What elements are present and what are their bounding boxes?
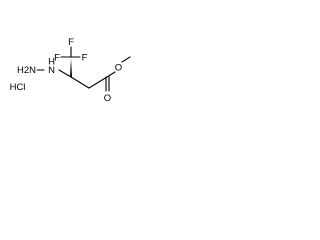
ester-oxygen-label: O <box>115 63 122 74</box>
hydrazine-nh2-label: H2N <box>17 65 36 76</box>
chemical-structure: F F F H2N H N HCl O O <box>10 37 131 104</box>
fluorine-right-label: F <box>82 53 88 64</box>
label-layer: F F F H2N H N HCl O O <box>10 37 123 104</box>
carbonyl-oxygen-label: O <box>104 93 111 104</box>
bond-ch-ch2 <box>70 76 90 89</box>
bond-stereo-wedge <box>70 58 72 77</box>
bond-carbonyl-ester-o <box>106 71 116 78</box>
bond-ester-o-methyl <box>121 56 131 63</box>
fluorine-left-label: F <box>54 53 60 64</box>
bond-ch-nh <box>58 69 72 78</box>
fluorine-top-label: F <box>68 37 74 48</box>
hydrazine-n-label: N <box>48 65 55 76</box>
bond-layer <box>36 46 131 92</box>
hydrazine-h-label: H <box>48 57 55 68</box>
bond-ch2-carbonyl <box>88 76 108 89</box>
hydrochloride-label: HCl <box>10 82 26 93</box>
